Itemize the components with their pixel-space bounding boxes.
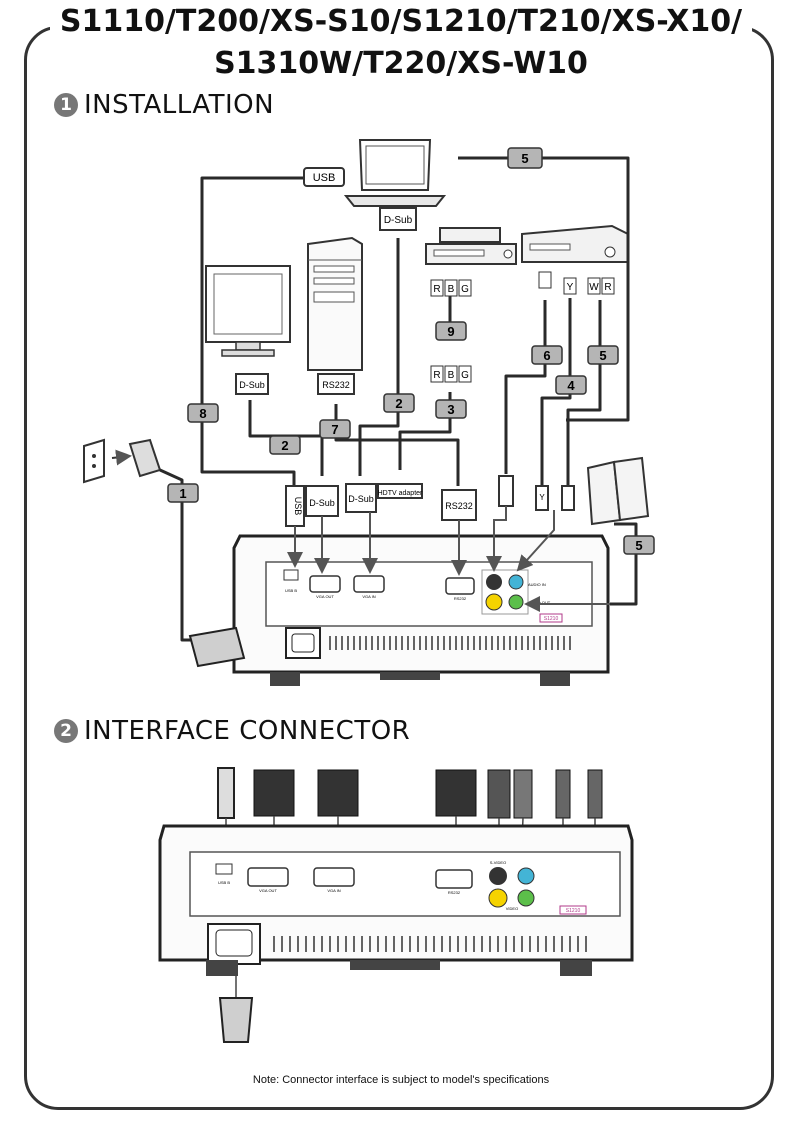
svg-text:USB B: USB B bbox=[285, 588, 297, 593]
svg-text:Y: Y bbox=[539, 493, 545, 502]
svg-text:1: 1 bbox=[179, 486, 186, 501]
power-plug-icon bbox=[111, 438, 162, 478]
monitor-dsub-connector: D-Sub bbox=[235, 373, 269, 395]
svg-text:8: 8 bbox=[199, 406, 206, 421]
section-number-badge: 1 bbox=[54, 93, 78, 117]
audio-rca-plug bbox=[561, 485, 575, 511]
svg-text:VGA IN: VGA IN bbox=[327, 888, 340, 893]
cable-badge-5-top: 5 bbox=[507, 147, 543, 169]
svg-text:B: B bbox=[448, 370, 455, 381]
svg-text:6: 6 bbox=[543, 348, 550, 363]
port-connection-lines bbox=[287, 506, 610, 612]
svideo-plug bbox=[498, 475, 514, 507]
pc-rs232-connector: RS232 bbox=[317, 373, 355, 395]
projector-side-plugs: USB D-Sub D-Sub HDTV adapter RS232 Y bbox=[285, 475, 575, 527]
svg-text:2: 2 bbox=[395, 396, 402, 411]
cable-badge-7: 7 bbox=[319, 419, 351, 439]
dvd-side-connectors: Y W R bbox=[538, 271, 615, 295]
hdtv-adapter-plug: HDTV adapter bbox=[377, 483, 423, 499]
svg-text:USB: USB bbox=[313, 172, 336, 184]
page-title-line2: S1310W/T220/XS-W10 bbox=[214, 46, 588, 81]
svg-text:D-Sub: D-Sub bbox=[384, 215, 413, 226]
svg-text:S1210: S1210 bbox=[544, 616, 559, 622]
svg-text:3: 3 bbox=[447, 402, 454, 417]
dsub-plug-laptop: D-Sub bbox=[345, 483, 377, 513]
section-title: INSTALLATION bbox=[84, 90, 275, 120]
svg-text:D-Sub: D-Sub bbox=[348, 494, 374, 504]
svg-text:VGA IN: VGA IN bbox=[362, 594, 375, 599]
svg-text:R: R bbox=[433, 370, 440, 381]
svg-text:R: R bbox=[433, 284, 440, 295]
cable-badge-2-monitor: 2 bbox=[269, 435, 301, 455]
rbg-connectors-top: R B G bbox=[430, 279, 472, 297]
svg-text:B: B bbox=[448, 284, 455, 295]
svg-text:HDTV adapter: HDTV adapter bbox=[378, 490, 423, 497]
cable-badge-5-speakers: 5 bbox=[623, 535, 655, 555]
laptop-dsub-connector: D-Sub bbox=[379, 207, 417, 231]
vcr-icon bbox=[425, 227, 517, 265]
page-title-line1: S1110/T200/XS-S10/S1210/T210/XS-X10/ bbox=[0, 4, 802, 39]
svg-text:5: 5 bbox=[521, 151, 528, 166]
svg-text:G: G bbox=[461, 370, 469, 381]
svg-text:AUDIO IN: AUDIO IN bbox=[528, 582, 546, 587]
rs232-plug: RS232 bbox=[441, 489, 477, 521]
svg-text:S-VIDEO: S-VIDEO bbox=[490, 860, 506, 865]
svg-text:VGA OUT: VGA OUT bbox=[316, 594, 334, 599]
laptop-icon bbox=[343, 139, 447, 207]
svg-text:RS232: RS232 bbox=[445, 501, 473, 511]
cable-badge-4: 4 bbox=[555, 375, 587, 395]
svg-text:2: 2 bbox=[281, 438, 288, 453]
speakers-icon bbox=[586, 456, 650, 526]
dsub-plug-monitor: D-Sub bbox=[305, 485, 339, 517]
svg-text:G: G bbox=[461, 284, 469, 295]
power-outlet-icon bbox=[83, 438, 105, 484]
cable-badge-5-dvd: 5 bbox=[587, 345, 619, 365]
svg-text:RS232: RS232 bbox=[454, 596, 467, 601]
interface-connector-diagram: USB B VGA OUT VGA IN RS232 S-VIDEO VIDEO… bbox=[158, 767, 634, 1043]
svg-text:7: 7 bbox=[331, 422, 338, 437]
svg-text:D-Sub: D-Sub bbox=[309, 498, 335, 508]
monitor-icon bbox=[205, 265, 291, 357]
top-connector-icons bbox=[217, 767, 603, 819]
projector-rear-view: USB B VGA OUT VGA IN RS232 AUDIO IN AUDI… bbox=[188, 534, 610, 686]
footer-note: Note: Connector interface is subject to … bbox=[252, 1074, 550, 1086]
rbg-connectors-bottom: R B G bbox=[430, 365, 472, 383]
svg-text:R: R bbox=[604, 282, 611, 293]
svg-text:USB: USB bbox=[293, 497, 303, 516]
svg-text:4: 4 bbox=[567, 378, 575, 393]
svg-text:VGA OUT: VGA OUT bbox=[259, 888, 277, 893]
svg-text:W: W bbox=[589, 282, 599, 293]
svg-text:RS232: RS232 bbox=[322, 380, 350, 390]
cable-badge-2-laptop: 2 bbox=[383, 393, 415, 413]
cable-badge-1: 1 bbox=[167, 483, 199, 503]
svg-text:S1210: S1210 bbox=[566, 908, 581, 914]
svg-text:Y: Y bbox=[567, 282, 574, 293]
cable-badge-8: 8 bbox=[187, 403, 219, 423]
svg-text:5: 5 bbox=[635, 538, 642, 553]
dvd-player-icon bbox=[521, 224, 629, 263]
cable-badge-6: 6 bbox=[531, 345, 563, 365]
pc-tower-icon bbox=[307, 236, 363, 371]
usb-connector-top: USB bbox=[303, 167, 345, 187]
usb-plug: USB bbox=[285, 485, 305, 527]
yellow-rca-plug: Y bbox=[535, 485, 549, 511]
svg-text:USB B: USB B bbox=[218, 880, 230, 885]
svg-text:5: 5 bbox=[599, 348, 606, 363]
svg-text:RS232: RS232 bbox=[448, 890, 461, 895]
installation-heading: 1 INSTALLATION bbox=[54, 90, 274, 120]
svg-text:9: 9 bbox=[447, 324, 454, 339]
cable-badge-9: 9 bbox=[435, 321, 467, 341]
cable-number-badges: 5 9 6 5 4 2 3 8 7 2 1 5 bbox=[167, 147, 655, 555]
svg-text:D-Sub: D-Sub bbox=[239, 380, 265, 390]
svg-text:VIDEO: VIDEO bbox=[506, 906, 518, 911]
section-number-badge: 2 bbox=[54, 719, 78, 743]
section-title: INTERFACE CONNECTOR bbox=[84, 716, 411, 746]
page-title-line1-text: S1110/T200/XS-S10/S1210/T210/XS-X10/ bbox=[49, 4, 753, 39]
interface-connector-heading: 2 INTERFACE CONNECTOR bbox=[54, 716, 410, 746]
cable-badge-3: 3 bbox=[435, 399, 467, 419]
